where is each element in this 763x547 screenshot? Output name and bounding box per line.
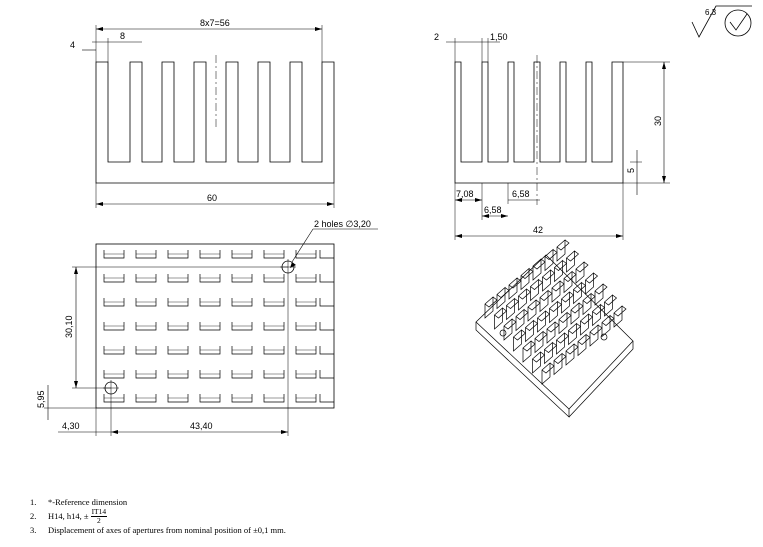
first-gap-label: 7,08: [456, 189, 474, 199]
isometric-view: [475, 239, 634, 418]
slot-edge: [319, 346, 334, 355]
iso-fin: [506, 297, 520, 321]
note-2-fraction: IT14 2: [90, 506, 108, 525]
note-3-text: Displacement of axes of apertures from n…: [48, 525, 286, 535]
side-height-label: 30: [653, 116, 663, 126]
iso-fin: [556, 332, 570, 355]
iso-fin: [589, 324, 603, 347]
iso-fin: [513, 329, 527, 352]
hole-span-label: 43,40: [190, 421, 213, 431]
note-2: 2. H14, h14, ± IT14 2: [30, 506, 286, 525]
iso-fin: [553, 352, 567, 376]
note-1-number: 1.: [30, 497, 37, 507]
iso-fin: [534, 330, 548, 354]
note-3: 3. Displacement of axes of apertures fro…: [30, 524, 286, 536]
front-view-outline: [95, 61, 335, 184]
iso-fin: [568, 322, 582, 346]
iso-fin: [544, 341, 558, 365]
top-view-outline: [95, 243, 335, 409]
slot-grid: [103, 250, 334, 403]
iso-fin: [544, 248, 558, 272]
side-view-outline: [454, 61, 624, 184]
iso-fin: [563, 270, 577, 294]
slot-edge: [319, 394, 334, 403]
iso-fin: [518, 288, 532, 311]
iso-fin: [566, 250, 580, 273]
roughness-symbol: [691, 5, 752, 38]
iso-fin: [565, 343, 579, 366]
gap-label-a: 6,58: [512, 189, 530, 199]
iso-fin: [532, 351, 546, 374]
iso-fin: [561, 291, 575, 314]
iso-fin: [601, 314, 615, 338]
note-3-number: 3.: [30, 525, 37, 535]
iso-fin: [541, 362, 555, 385]
iso-fin: [580, 313, 594, 336]
iso-fin: [551, 280, 565, 303]
front-view: [82, 25, 335, 208]
iso-fin: [532, 258, 546, 281]
iso-fin: [554, 259, 568, 283]
pitch-label: 8x7=56: [200, 18, 230, 28]
iso-fin: [527, 299, 541, 322]
slot-edge: [319, 274, 334, 283]
side-left-label: 2: [434, 32, 439, 42]
side-thickness-label: 1,50: [490, 32, 508, 42]
iso-fin: [594, 283, 608, 306]
iso-fin: [522, 340, 536, 363]
hole-y-label: 30,10: [64, 315, 74, 338]
iso-fin: [577, 333, 591, 357]
iso-fin: [520, 267, 534, 291]
iso-fin: [546, 321, 560, 344]
iso-fin: [556, 239, 570, 262]
iso-fin: [539, 289, 553, 313]
dimension-arrows: [74, 27, 666, 434]
iso-fin: [508, 277, 522, 300]
iso-fin: [604, 294, 618, 317]
iso-fin: [496, 286, 510, 310]
gap-label-b: 6,58: [484, 205, 502, 215]
hole-base-label: 5,95: [36, 390, 46, 408]
iso-fin: [575, 261, 589, 284]
iso-fin: [558, 311, 572, 335]
iso-fin: [585, 272, 599, 295]
roughness-value: 6.3: [705, 8, 717, 17]
note-2-text: H14, h14, ±: [48, 511, 89, 521]
side-base-label: 5: [626, 168, 636, 173]
note-1-text: *-Reference dimension: [48, 497, 128, 507]
slot-edge: [319, 370, 334, 379]
hole-x-label: 4,30: [62, 421, 80, 431]
notes-list: 1. *-Reference dimension 2. H14, h14, ± …: [30, 496, 286, 536]
left-offset-label: 4: [70, 40, 75, 50]
fin-width-label: 8: [120, 31, 125, 41]
iso-fin: [592, 303, 606, 327]
slot-edge: [319, 250, 334, 259]
note-2-number: 2.: [30, 511, 37, 521]
iso-fin: [530, 278, 544, 302]
fraction-denominator: 2: [96, 515, 101, 525]
iso-fin: [570, 302, 584, 325]
iso-fin: [537, 310, 551, 333]
iso-fin: [613, 305, 627, 328]
slot-edge: [319, 298, 334, 307]
iso-fin: [573, 281, 587, 305]
side-view: [446, 38, 670, 240]
iso-fin: [503, 318, 517, 341]
front-width-label: 60: [207, 193, 217, 203]
side-width-label: 42: [533, 225, 543, 235]
iso-fin: [525, 319, 539, 343]
fraction-numerator: IT14: [90, 506, 108, 517]
iso-fin: [494, 307, 508, 330]
iso-fin: [582, 292, 596, 316]
slot-edge: [319, 322, 334, 331]
note-1: 1. *-Reference dimension: [30, 496, 286, 508]
iso-fin: [549, 300, 563, 324]
holes-label: 2 holes ∅3,20: [314, 219, 371, 229]
iso-fin: [484, 296, 498, 319]
iso-fin: [515, 308, 529, 332]
iso-fin-array: [484, 239, 627, 385]
iso-fin: [542, 269, 556, 292]
top-view: [44, 228, 378, 436]
